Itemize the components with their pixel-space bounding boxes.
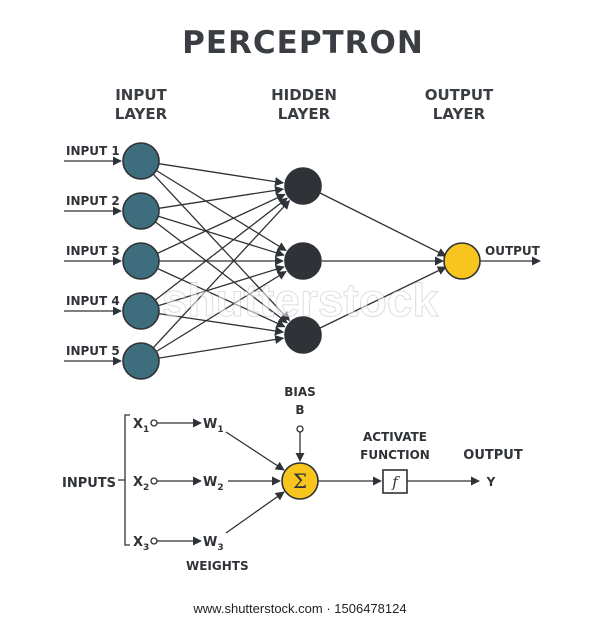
edge-input1-hidden2 — [155, 169, 287, 252]
edge-input3-hidden1 — [157, 193, 286, 254]
input-label-3: INPUT 3 — [66, 244, 120, 258]
x2-label: X2 — [133, 475, 149, 493]
edges-hidden-output — [317, 191, 447, 330]
activate-label-line1: ACTIVATE — [363, 430, 427, 444]
edge-input1-hidden3 — [152, 173, 291, 322]
edge-input5-hidden1 — [152, 200, 291, 349]
input-arrows — [64, 156, 122, 366]
footer-bar — [0, 596, 600, 620]
edge-input4-hidden2 — [158, 264, 285, 307]
hidden-node-2 — [284, 242, 322, 280]
output-y-label: Y — [486, 475, 496, 489]
edge-input2-hidden3 — [154, 221, 288, 324]
output-node — [443, 242, 481, 280]
activate-label-line2: FUNCTION — [360, 448, 430, 462]
function-symbol: f — [391, 473, 400, 491]
w3-sum-arrow — [225, 491, 285, 534]
inputs-label: INPUTS — [62, 476, 116, 491]
hidden-layer-heading-line1: HIDDEN — [271, 86, 337, 104]
input-node-1 — [122, 142, 160, 180]
x2-terminal — [150, 477, 158, 485]
edge-input2-hidden2 — [158, 215, 285, 258]
input-node-2 — [122, 192, 160, 230]
hidden-node-3 — [284, 316, 322, 354]
input-nodes — [122, 142, 160, 380]
output-layer-heading-line2: LAYER — [433, 105, 486, 123]
edge-input2-hidden1 — [158, 185, 285, 209]
input-layer-heading-line1: INPUT — [115, 86, 167, 104]
watermark: shutterstock — [162, 274, 438, 326]
layer-headings: INPUT LAYER HIDDEN LAYER OUTPUT LAYER — [115, 86, 494, 123]
inputs-brace — [118, 414, 130, 546]
input-labels: INPUT 1 INPUT 2 INPUT 3 INPUT 4 INPUT 5 — [66, 144, 120, 358]
input-node-3 — [122, 242, 160, 280]
sum-symbol: Σ — [293, 469, 307, 493]
bias-terminal — [296, 425, 304, 433]
edge-input4-hidden1 — [154, 197, 288, 301]
edge-input5-hidden3 — [158, 334, 285, 359]
output-layer-heading-line1: OUTPUT — [425, 86, 494, 104]
input-label-4: INPUT 4 — [66, 294, 120, 308]
input-node-5 — [122, 342, 160, 380]
x3-terminal — [150, 537, 158, 545]
x1-terminal — [150, 419, 158, 427]
w1-label: W1 — [203, 417, 224, 435]
output-label: OUTPUT — [485, 244, 541, 258]
edge-input1-hidden1 — [158, 163, 285, 187]
x1-label: X1 — [133, 417, 149, 435]
edge-input4-hidden3 — [158, 312, 285, 336]
input-layer-heading-line2: LAYER — [115, 105, 168, 123]
edges-input-hidden — [152, 163, 291, 359]
bias-symbol: B — [295, 403, 304, 417]
w2-label: W2 — [203, 475, 224, 493]
hidden-node-1 — [284, 167, 322, 205]
lower-output-label: OUTPUT — [463, 448, 523, 463]
hidden-nodes — [284, 167, 322, 354]
edge-hidden1-output — [317, 191, 447, 257]
bias-label: BIAS — [284, 385, 316, 399]
edge-input5-hidden2 — [155, 270, 287, 353]
hidden-layer-heading-line2: LAYER — [278, 105, 331, 123]
input-node-4 — [122, 292, 160, 330]
x3-label: X3 — [133, 535, 149, 553]
diagram-title: PERCEPTRON — [182, 25, 424, 61]
perceptron-model: INPUTS X1 X2 X3 W1 W2 W3 WEIGHTS BIAS B … — [62, 385, 523, 573]
footer-credit: www.shutterstock.com · 1506478124 — [192, 601, 406, 616]
weights-label: WEIGHTS — [186, 559, 249, 573]
w3-label: W3 — [203, 535, 224, 553]
input-label-2: INPUT 2 — [66, 194, 120, 208]
edge-hidden3-output — [317, 266, 447, 330]
input-label-1: INPUT 1 — [66, 144, 120, 158]
edge-input3-hidden3 — [157, 267, 286, 328]
w1-sum-arrow — [225, 431, 285, 471]
input-label-5: INPUT 5 — [66, 344, 120, 358]
